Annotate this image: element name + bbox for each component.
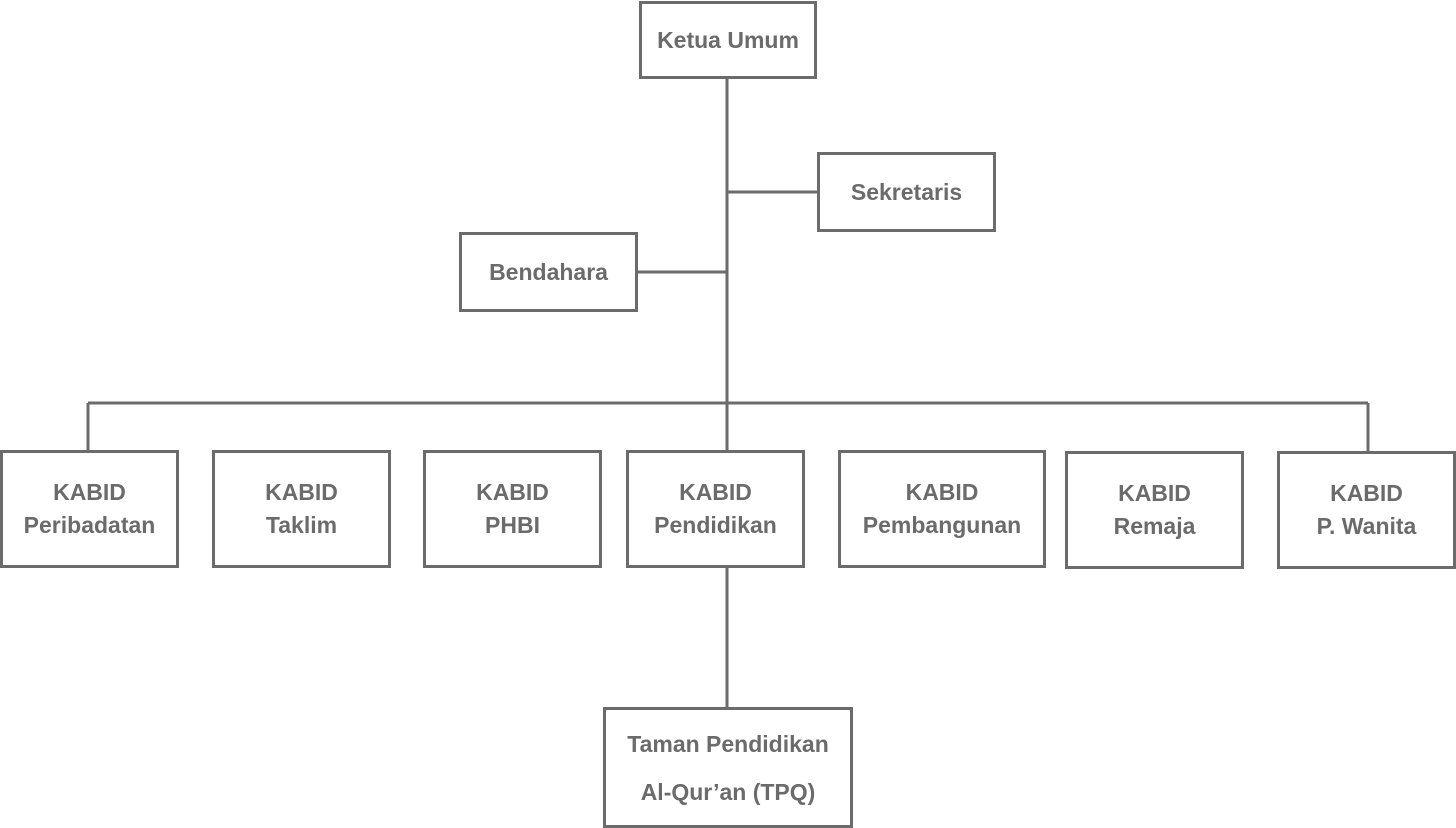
- tpq-box: Taman Pendidikan Al-Qur’an (TPQ): [603, 707, 853, 828]
- kabid-peribadatan-line1: KABID: [53, 479, 126, 505]
- kabid-pendidikan-line1: KABID: [679, 479, 752, 505]
- tpq-line1: Taman Pendidikan: [627, 730, 829, 757]
- kabid-taklim-line2: Taklim: [265, 512, 338, 538]
- sekretaris-box: Sekretaris: [817, 152, 996, 232]
- kabid-taklim-line1: KABID: [265, 479, 338, 505]
- ketua-umum-label: Ketua Umum: [657, 26, 799, 53]
- kabid-peribadatan-line2: Peribadatan: [23, 512, 156, 538]
- kabid-taklim-box: KABID Taklim: [212, 450, 391, 568]
- kabid-remaja-box: KABID Remaja: [1065, 451, 1244, 569]
- kabid-phbi-line2: PHBI: [485, 512, 540, 538]
- kabid-phbi-box: KABID PHBI: [423, 450, 602, 568]
- kabid-pembangunan-box: KABID Pembangunan: [838, 450, 1046, 568]
- bendahara-box: Bendahara: [459, 232, 638, 312]
- kabid-remaja-line1: KABID: [1118, 480, 1191, 506]
- kabid-p-wanita-line2: P. Wanita: [1316, 513, 1417, 539]
- kabid-pembangunan-line1: KABID: [905, 479, 979, 505]
- kabid-pendidikan-box: KABID Pendidikan: [626, 450, 805, 568]
- tpq-line2: Al-Qur’an (TPQ): [640, 778, 816, 805]
- kabid-p-wanita-line1: KABID: [1330, 480, 1403, 506]
- kabid-phbi-line1: KABID: [476, 479, 549, 505]
- kabid-pendidikan-line2: Pendidikan: [654, 512, 777, 538]
- kabid-remaja-line2: Remaja: [1113, 513, 1196, 539]
- bendahara-label: Bendahara: [489, 258, 608, 285]
- kabid-pembangunan-line2: Pembangunan: [862, 512, 1022, 538]
- kabid-p-wanita-box: KABID P. Wanita: [1277, 451, 1456, 569]
- sekretaris-label: Sekretaris: [850, 178, 963, 205]
- ketua-umum-box: Ketua Umum: [639, 1, 817, 79]
- kabid-peribadatan-box: KABID Peribadatan: [0, 450, 179, 568]
